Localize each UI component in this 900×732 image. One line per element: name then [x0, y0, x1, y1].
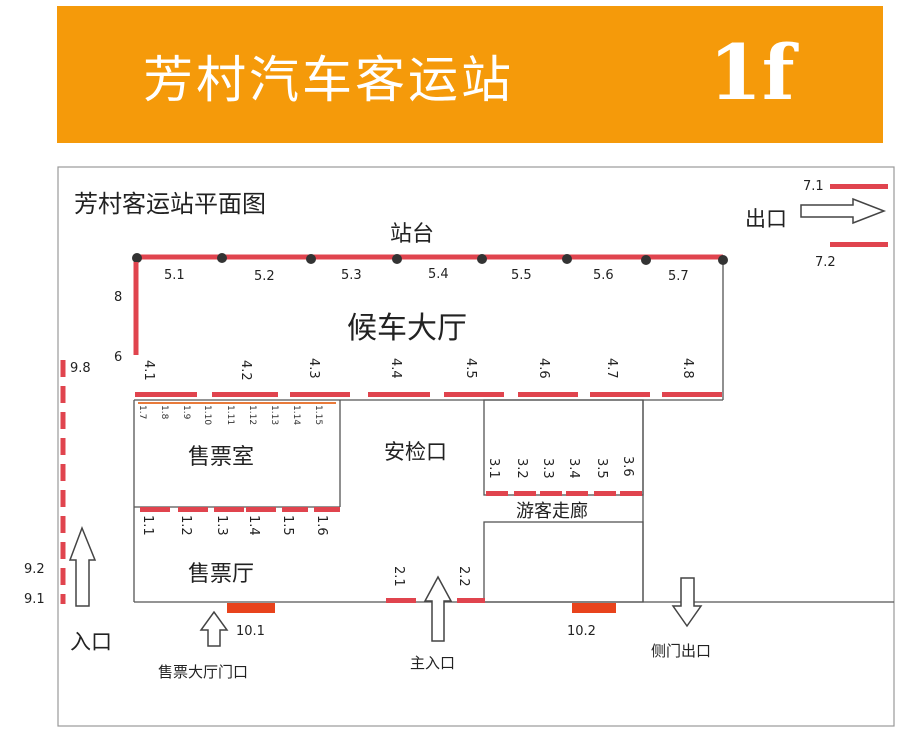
gate-4-8: 4.8	[680, 358, 695, 379]
gate-2-1: 2.1	[391, 566, 406, 587]
plan-frame	[57, 166, 895, 727]
gate-4-5: 4.5	[463, 358, 478, 379]
arrows	[68, 197, 887, 647]
ticket-office-label: 售票室	[188, 445, 254, 470]
gate-5-5: 5.5	[511, 268, 532, 283]
gate-8: 8	[114, 290, 122, 305]
side-exit-arrow-icon	[671, 577, 703, 628]
gate-1-6: 1.6	[314, 515, 329, 536]
gate-1-9: 1.9	[181, 405, 191, 420]
station-title: 芳村汽车客运站	[143, 51, 514, 109]
door-10-1: 10.1	[236, 624, 265, 639]
gate-5-1: 5.1	[164, 268, 185, 283]
waiting-hall-label: 候车大厅	[347, 311, 467, 346]
platform-line	[132, 253, 728, 265]
gate-3-1: 3.1	[486, 458, 501, 479]
gate-3-3: 3.3	[540, 458, 555, 479]
gate-9-2: 9.2	[24, 562, 45, 577]
gate-7-2: 7.2	[815, 255, 836, 270]
gate-3-6: 3.6	[620, 456, 635, 477]
gate-1-10: 1.10	[202, 405, 212, 425]
gate-7-1: 7.1	[803, 179, 824, 194]
gate-1-1: 1.1	[140, 515, 155, 536]
gate-4-2: 4.2	[238, 360, 253, 381]
gate-4-6: 4.6	[536, 358, 551, 379]
entrance-arrow-icon	[68, 525, 97, 607]
plan-title: 芳村客运站平面图	[74, 190, 266, 218]
doors-10-bars	[227, 603, 616, 613]
gates-2-bars	[386, 598, 485, 603]
side-exit-label: 侧门出口	[651, 642, 711, 660]
gate-1-12: 1.12	[247, 405, 257, 425]
platform-label: 站台	[390, 222, 434, 247]
gate-3-5: 3.5	[594, 458, 609, 479]
gate-4-7: 4.7	[604, 358, 619, 379]
ticket-hall-label: 售票厅	[188, 562, 254, 587]
gate-1-3: 1.3	[214, 515, 229, 536]
gate-9-1: 9.1	[24, 592, 45, 607]
gate-2-2: 2.2	[456, 566, 471, 587]
gate-1-4: 1.4	[246, 515, 261, 536]
gate-5-7: 5.7	[668, 269, 689, 284]
gate-1-5: 1.5	[280, 515, 295, 536]
title-banner: 芳村汽车客运站 1f	[57, 6, 883, 143]
gate-4-1: 4.1	[141, 360, 156, 381]
ticket-hall-door-label: 售票大厅门口	[158, 663, 248, 681]
ticket-hall-door-arrow-icon	[199, 610, 229, 647]
gate-5-4: 5.4	[428, 267, 449, 282]
gate-1-15: 1.15	[313, 405, 323, 425]
exit-arrow-icon	[800, 197, 887, 225]
door-10-2: 10.2	[567, 624, 596, 639]
gate-9-8: 9.8	[70, 361, 91, 376]
floor-label: 1f	[709, 28, 795, 117]
exit-label: 出口	[745, 207, 787, 231]
passenger-corridor-label: 游客走廊	[516, 501, 588, 522]
gate-3-4: 3.4	[566, 458, 581, 479]
gate-1-2: 1.2	[178, 515, 193, 536]
gate-1-7: 1.7	[137, 405, 147, 419]
gate-3-2: 3.2	[514, 458, 529, 479]
main-entrance-arrow-icon	[423, 575, 453, 642]
security-label: 安检口	[384, 440, 447, 464]
gate-6: 6	[114, 350, 122, 365]
gates-3-bars	[486, 491, 642, 496]
gate-5-6: 5.6	[593, 268, 614, 283]
main-entrance-label: 主入口	[410, 654, 455, 672]
entrance-label: 入口	[70, 630, 112, 654]
gate-5-3: 5.3	[341, 268, 362, 283]
gate-1-8: 1.8	[159, 405, 169, 420]
gate-5-2: 5.2	[254, 269, 275, 284]
gate-1-14: 1.14	[291, 405, 301, 425]
gate-4-4: 4.4	[388, 358, 403, 379]
gates-4-bars	[135, 392, 722, 397]
gates-1-bars	[140, 507, 340, 512]
gate-1-13: 1.13	[269, 405, 279, 425]
building-walls	[133, 260, 894, 603]
gate-4-3: 4.3	[306, 358, 321, 379]
gates-7-bars	[830, 184, 888, 247]
gate-1-11: 1.11	[225, 405, 235, 425]
